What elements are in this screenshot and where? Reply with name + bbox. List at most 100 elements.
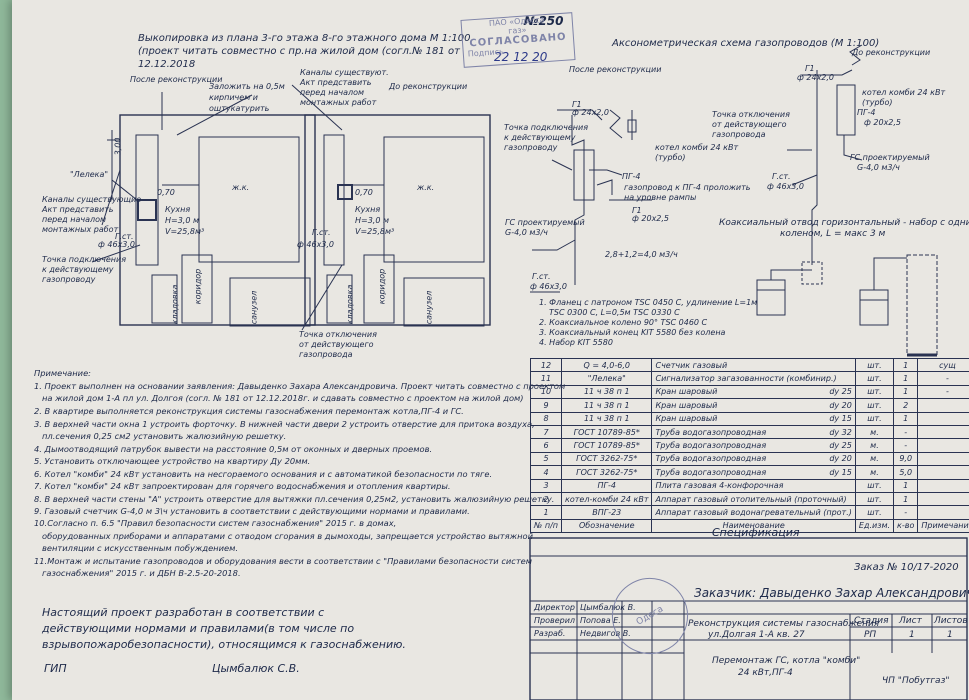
corridor-left: коридор	[193, 268, 203, 305]
conn-axo-1: Точка подключения	[504, 123, 589, 132]
kit-2: TSC 0300 C, L=0,5м TSC 0330 C	[549, 308, 680, 317]
spec-header-note: Примечание	[917, 518, 969, 534]
spec-pos: 1	[529, 505, 563, 520]
spec-header-pos: № п/п	[529, 518, 563, 534]
gas-riser-mid: Г.ст.	[312, 228, 331, 237]
spec-note	[917, 505, 969, 520]
spec-name-text: Кран шаровый	[655, 400, 718, 410]
plan-title-1: Выкопировка из плана 3-го этажа 8-го эта…	[138, 33, 471, 44]
spec-note	[917, 491, 969, 507]
kombi-right-1: котел комби 24 кВт	[862, 88, 946, 97]
dimension-300: 3,00	[113, 137, 123, 156]
pipe-left: ф 46х3,0	[98, 240, 136, 249]
kitchen-mid-1: Кухня	[355, 205, 381, 214]
note-line: 10.Согласно п. 6.5 "Правил безопасности …	[34, 518, 397, 528]
pg4-note-2: на уровне рампы	[624, 193, 697, 202]
spec-unit: м.	[854, 465, 895, 480]
spec-doc: ВПГ-23	[561, 505, 653, 520]
axo-d24-right: ф 24х2,0	[797, 73, 835, 82]
conn-axo-3: газопроводу	[504, 143, 558, 152]
cutoff-mid-3: газопровода	[299, 350, 353, 359]
leleka-label: "Лелека"	[70, 170, 109, 179]
living-room-mid: ж.к.	[417, 183, 435, 192]
spec-name: Сигнализатор загазованности (комбинир.)	[651, 371, 856, 386]
note-line: на жилой дом 1-А пл ул. Долгоя (согл. № …	[42, 393, 524, 403]
cutoff-axo-3: газопровода	[712, 130, 766, 139]
kit-3: 2. Коаксиальное колено 90° TSC 0460 C	[539, 318, 708, 327]
spec-qty: 1	[893, 478, 919, 493]
spec-header-doc: Обозначение	[561, 518, 653, 534]
name-checked: Попова Е.	[580, 616, 621, 625]
spec-doc: Q = 4,0-6,0	[561, 357, 653, 373]
spec-qty: 5,0	[893, 465, 919, 480]
channels-left-3: перед началом	[42, 215, 107, 224]
cutoff-mid-2: от действующего	[299, 340, 374, 349]
coax-note-2: коленом, L = макс 3 м	[780, 229, 886, 239]
dim-070-left: 0,70	[157, 188, 175, 197]
channels-left-1: Каналы существующие	[42, 195, 142, 204]
cutoff-axo-2: от действующего	[712, 120, 787, 129]
spec-note: сущ	[917, 357, 969, 373]
axo-g1-mid: Г1	[632, 206, 642, 215]
axo-d46-right: ф 46х3,0	[767, 182, 805, 191]
coax-note-1: Коаксиальный отвод горизонтальный - набо…	[719, 218, 969, 228]
spec-unit: шт.	[854, 398, 895, 413]
spec-pos: 6	[529, 438, 563, 453]
dim-070-mid: 0,70	[355, 188, 373, 197]
gip-name: Цымбалюк С.В.	[212, 662, 300, 675]
channels-mid-1: Каналы существуют.	[300, 68, 389, 77]
note-line: 2. В квартире выполняется реконструкция …	[34, 406, 464, 416]
spec-doc: 11 ч 38 п 1	[561, 384, 653, 400]
spec-dy: dy 15	[829, 467, 852, 477]
gs-left-2: G-4,0 м3/ч	[505, 228, 548, 237]
kitchen-left-2: Н=3,0 м	[165, 216, 200, 225]
seal-note-2: кирпичем и	[209, 93, 258, 102]
spec-doc: ГОСТ 10789-85*	[561, 424, 653, 440]
spec-doc: ПГ-4	[561, 478, 653, 493]
conn-axo-2: к действующему	[504, 133, 576, 142]
approval-date: 22 12 20	[494, 50, 548, 64]
statement-2: действующими нормами и правилами(в том ч…	[42, 622, 355, 635]
bath-mid: санузел	[424, 290, 434, 325]
spec-doc: 11 ч 38 п 1	[561, 411, 653, 426]
spec-pos: 5	[529, 451, 563, 467]
spec-qty: 1	[893, 357, 919, 373]
spec-doc: ГОСТ 3262-75*	[561, 465, 653, 480]
spec-pos: 3	[529, 478, 563, 493]
spec-unit: шт.	[854, 371, 895, 386]
pantry-mid: кладовка	[345, 284, 355, 325]
kit-1: 1. Фланец с патроном TSC 0450 C, удлинен…	[539, 298, 758, 307]
pantry-left: кладовка	[170, 284, 180, 325]
corridor-mid: коридор	[377, 268, 387, 305]
spec-pos: 12	[529, 357, 563, 373]
spec-title: Спецификация	[712, 526, 800, 539]
conn-point-left-3: газопроводу	[42, 275, 96, 284]
statement-3: взрывопожаробезопасности), относящимся к…	[42, 638, 406, 651]
order-number: Заказ № 10/17-2020	[854, 562, 959, 573]
gip-label: ГИП	[44, 662, 67, 675]
spec-name-text: Труба водогазопроводная	[655, 467, 767, 477]
notes-heading: Примечание:	[34, 368, 91, 378]
company-name: ЧП "Побутгаз"	[882, 676, 950, 686]
kombi-right-2: (турбо)	[862, 98, 893, 107]
kitchen-mid-3: V=25,8м³	[355, 227, 395, 236]
role-director: Директор	[534, 603, 575, 612]
living-room-left: ж.к.	[232, 183, 250, 192]
spec-doc: ГОСТ 3262-75*	[561, 451, 653, 467]
note-line: пл.сечения 0,25 см2 установить жалюзийну…	[42, 431, 287, 441]
axo-flow: 2,8+1,2=4,0 м3/ч	[605, 250, 678, 259]
spec-name: Труба водогазопроводная dy 15	[651, 465, 856, 480]
spec-qty: 2	[893, 398, 919, 413]
kitchen-left-3: V=25,8м³	[165, 227, 205, 236]
seal-note-1: Заложить на 0,5м	[209, 82, 285, 91]
project-2: ул.Долгая 1-А кв. 27	[708, 630, 805, 640]
note-line: вентиляции с искусственным побуждением.	[42, 543, 238, 553]
